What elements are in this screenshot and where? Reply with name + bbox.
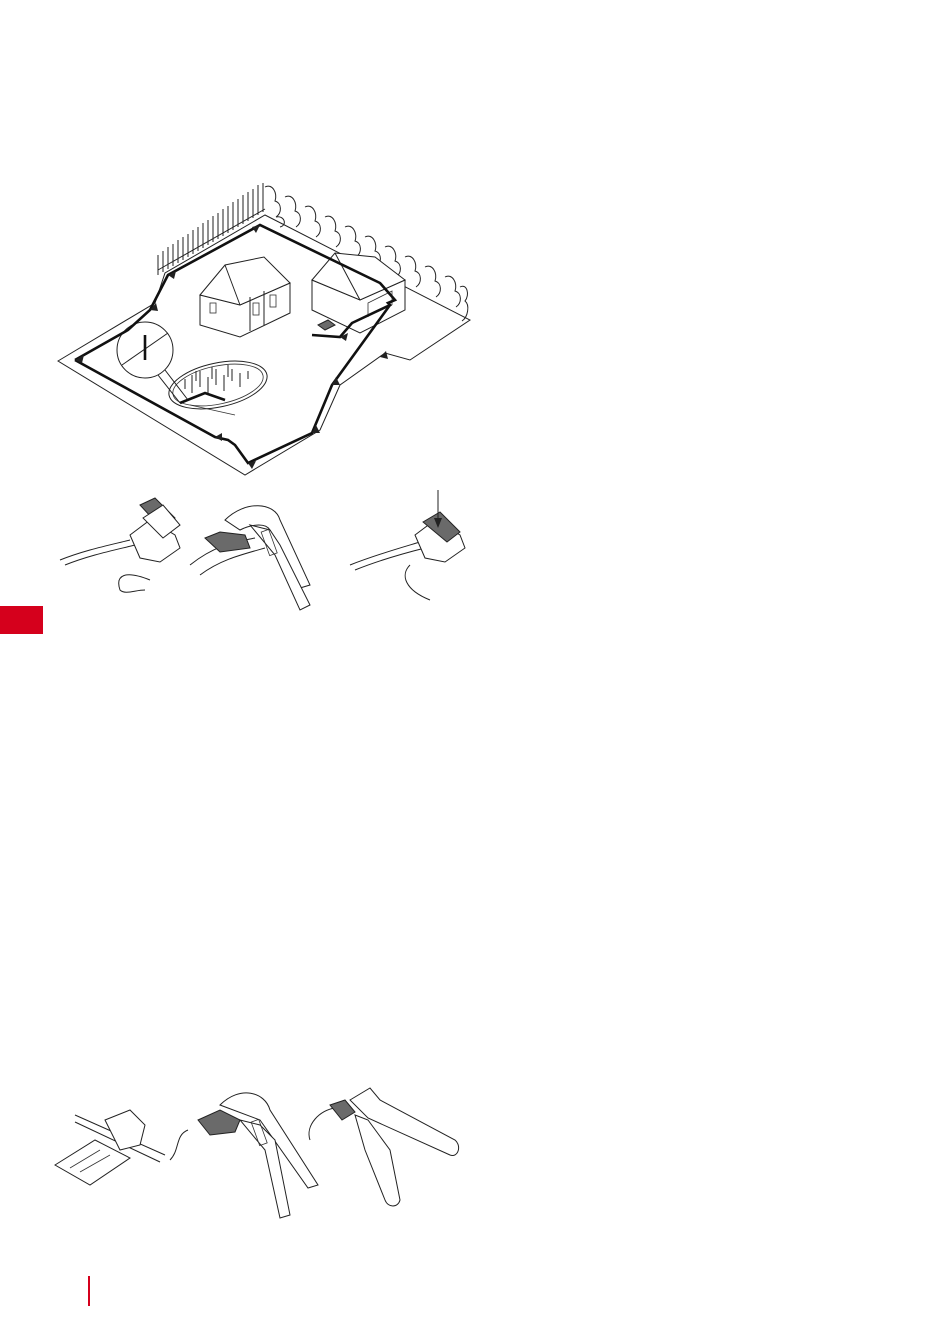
splice-clip: [55, 1110, 165, 1185]
splice-connector-illustrations: [50, 1080, 470, 1220]
connector-press-down: [350, 490, 465, 600]
cutting-pliers: [309, 1088, 459, 1206]
pliers-pressing-splice: [170, 1093, 318, 1218]
house: [200, 257, 290, 337]
wire-connector-illustrations: [55, 490, 475, 615]
page-footer-rule: [88, 1276, 90, 1306]
connector-with-wires: [60, 498, 180, 592]
pliers-pressing-connector: [190, 506, 310, 610]
garden-boundary-wire-illustration: [50, 175, 480, 475]
robot-mower: [318, 320, 335, 330]
chapter-tab-marker: [0, 606, 43, 634]
flower-bed: [165, 353, 272, 417]
